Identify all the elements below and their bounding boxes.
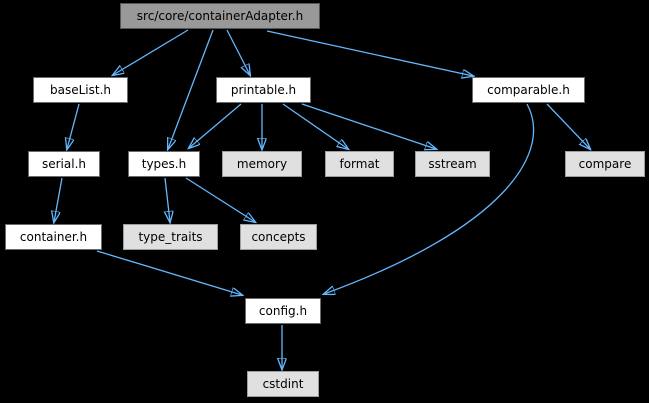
node-cstdint: cstdint [247, 371, 319, 397]
edge-containeradapter-baselist [113, 29, 189, 75]
edge-printable-sstream [301, 103, 436, 149]
node-container-h[interactable]: container.h [5, 224, 102, 250]
node-concepts: concepts [240, 224, 317, 250]
edge-printable-format [282, 103, 348, 149]
edge-serial-container [54, 177, 63, 222]
node-config-h[interactable]: config.h [245, 298, 321, 324]
edge-containeradapter-types [168, 29, 214, 149]
edge-types-typetraits [165, 177, 170, 222]
node-memory: memory [222, 151, 302, 177]
edge-comparable-compare [546, 103, 590, 149]
node-comparable-h[interactable]: comparable.h [472, 77, 585, 103]
node-type-traits: type_traits [123, 224, 218, 250]
edge-baselist-serial [67, 103, 80, 149]
node-sstream: sstream [415, 151, 490, 177]
node-types-h[interactable]: types.h [128, 151, 200, 177]
node-serial-h[interactable]: serial.h [28, 151, 100, 177]
edge-printable-types [189, 103, 242, 148]
node-baselist-h[interactable]: baseList.h [33, 77, 128, 103]
edge-containeradapter-printable [226, 29, 250, 75]
node-format: format [325, 151, 394, 177]
edge-types-concepts [185, 177, 255, 222]
edge-comparable-config [324, 103, 535, 294]
edge-container-config [96, 250, 242, 295]
node-printable-h[interactable]: printable.h [216, 77, 311, 103]
edge-containeradapter-comparable [266, 30, 473, 76]
node-containeradapter-h: src/core/containerAdapter.h [120, 3, 320, 29]
node-compare: compare [565, 151, 645, 177]
